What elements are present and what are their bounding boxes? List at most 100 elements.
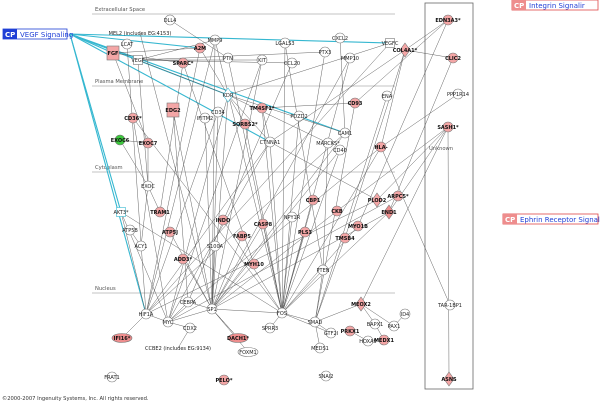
- node-exoc6[interactable]: EXOC6: [111, 134, 130, 146]
- node-sorbs2[interactable]: SORBS2*: [232, 118, 258, 130]
- node-ena[interactable]: ENA: [381, 90, 393, 102]
- node-sash1[interactable]: SASH1*: [437, 121, 459, 133]
- node-vegfc[interactable]: VEGFC: [382, 38, 399, 48]
- edge-ctnna1-fos: [269, 141, 283, 314]
- node-pdzd2[interactable]: PDZD2: [290, 110, 308, 122]
- node-fos[interactable]: FOS: [276, 307, 288, 319]
- node-ccl20[interactable]: CCL20: [284, 57, 300, 69]
- node-sprr[interactable]: SPRR3: [262, 322, 278, 334]
- node-sorbs2-label: SORBS2*: [232, 122, 258, 128]
- node-smad[interactable]: SMAD: [308, 316, 323, 328]
- node-cbp1[interactable]: CBP1: [306, 194, 321, 206]
- node-medx1[interactable]: MEDX1: [374, 334, 394, 346]
- node-ptx3[interactable]: PTX3: [319, 46, 332, 58]
- node-exoc7[interactable]: EXOC7: [139, 137, 158, 149]
- node-tarbp1[interactable]: TAR-1BP1: [437, 299, 462, 311]
- node-atp5b[interactable]: ATP5B: [122, 224, 138, 236]
- node-plod2[interactable]: PLOD2: [368, 192, 387, 208]
- node-edn3[interactable]: EDN3A3*: [435, 14, 461, 26]
- node-dll4[interactable]: DLL4: [164, 14, 177, 26]
- node-myo1b[interactable]: MYO1B: [348, 220, 368, 232]
- node-prkx1[interactable]: PRKX1: [341, 325, 360, 337]
- node-edg2[interactable]: EDG2: [165, 102, 181, 118]
- node-atp5j[interactable]: ATP5J: [162, 226, 178, 238]
- node-col4a1[interactable]: COL4A1*: [393, 42, 418, 58]
- node-exoc[interactable]: EXOC: [141, 180, 155, 192]
- node-cam1[interactable]: CAM1: [338, 127, 352, 139]
- node-tmsb4[interactable]: TMSB4: [335, 232, 355, 244]
- node-pten[interactable]: PTEN: [317, 264, 330, 276]
- node-marcks[interactable]: MARCKS*: [316, 137, 340, 149]
- node-cdx2[interactable]: CDX2: [183, 322, 197, 334]
- node-fabp5[interactable]: FABP5: [233, 230, 251, 242]
- node-asns[interactable]: ASNS: [441, 371, 457, 387]
- node-ptn[interactable]: PTN: [222, 52, 234, 64]
- node-ctnna1[interactable]: CTNNA1: [260, 136, 281, 148]
- node-ppp1r14[interactable]: PPP1R14: [447, 88, 469, 100]
- node-foxm1[interactable]: FOXM1: [237, 347, 259, 357]
- node-sash1-shape: [442, 121, 454, 133]
- node-snai2[interactable]: SNAI2: [319, 370, 334, 382]
- node-bapx1[interactable]: BAPX1: [367, 318, 383, 330]
- node-indo[interactable]: INDO: [216, 214, 230, 226]
- node-vegf[interactable]: VEGF: [131, 55, 145, 65]
- node-myc[interactable]: MYC: [162, 316, 174, 328]
- node-fgf[interactable]: FGF: [106, 45, 120, 61]
- node-mmp10[interactable]: MMP10: [341, 52, 359, 64]
- node-tram1[interactable]: TRAM1: [150, 206, 170, 218]
- node-meds1[interactable]: MEDS1: [311, 342, 329, 354]
- node-pax1[interactable]: PAX1: [388, 320, 401, 332]
- node-kdr[interactable]: KDR: [222, 87, 234, 103]
- node-dach1[interactable]: DACH1*: [227, 333, 249, 343]
- node-s100a[interactable]: S100A: [207, 240, 224, 252]
- node-a2m[interactable]: A2M: [194, 42, 206, 54]
- node-meox2[interactable]: MEOX2: [351, 296, 371, 312]
- node-gtf2i[interactable]: GTF2I: [324, 327, 338, 339]
- node-cd34[interactable]: CD34: [211, 106, 225, 118]
- node-cxcl2-shape: [334, 32, 346, 44]
- node-frat1-shape: [106, 371, 118, 383]
- vegf-pathway-badge[interactable]: CP VEGF Signaling: [2, 28, 73, 40]
- node-kit[interactable]: KIT: [256, 54, 268, 66]
- node-end1-shape: [383, 204, 395, 220]
- node-arpc5[interactable]: ARPC5*: [387, 190, 409, 202]
- node-casp8-label: CASP8: [254, 222, 273, 228]
- node-mmp9[interactable]: MMP9: [208, 34, 223, 46]
- node-id4[interactable]: ID4: [399, 308, 411, 320]
- node-end1[interactable]: END1: [381, 204, 397, 220]
- edge-kdr-ctnna1: [227, 94, 271, 143]
- node-ptx3-shape: [319, 46, 331, 58]
- node-lcat[interactable]: LCAT: [121, 38, 134, 50]
- node-col4a1-shape: [399, 42, 411, 58]
- node-hoxa9[interactable]: HOXA9: [359, 335, 377, 347]
- node-hif1a[interactable]: HIF1A: [139, 308, 154, 320]
- node-myh10[interactable]: MYH10: [244, 258, 264, 270]
- node-sparc[interactable]: SPARC*: [173, 57, 194, 69]
- node-mel2[interactable]: MEL2 (includes EG:4153): [109, 31, 172, 37]
- node-tm4sf1[interactable]: TM4SF1*: [250, 102, 275, 114]
- node-cebpa[interactable]: CEBPA: [180, 296, 197, 308]
- node-cd36[interactable]: CD36*: [124, 112, 142, 124]
- edge-tmsb4-smad: [314, 237, 346, 323]
- node-akt3[interactable]: AKT3*: [113, 207, 129, 217]
- node-clic2[interactable]: CLIC2: [445, 52, 461, 64]
- node-cd93[interactable]: CD93: [348, 97, 363, 109]
- node-cxcl2[interactable]: CXCL2: [332, 32, 348, 44]
- node-lgals3[interactable]: LGALS3: [275, 37, 295, 49]
- node-pls3[interactable]: PLS3: [298, 226, 312, 238]
- ephrin-pathway-badge[interactable]: CP Ephrin Receptor Signalir: [502, 213, 600, 225]
- node-casp8[interactable]: CASP8: [254, 218, 273, 230]
- node-ccbe2[interactable]: CCBE2 (includes EG:9134): [145, 346, 211, 352]
- node-ckb[interactable]: CKB: [331, 205, 343, 217]
- node-hla[interactable]: HLA-: [374, 141, 388, 153]
- node-ifitm2[interactable]: IFITM2: [197, 112, 213, 124]
- node-pelo[interactable]: PELO*: [216, 374, 233, 386]
- node-sp1[interactable]: SP1: [206, 303, 218, 315]
- node-add3[interactable]: ADD3*: [174, 253, 193, 265]
- integrin-pathway-badge[interactable]: CP Integrin Signalir: [511, 0, 599, 11]
- node-frat1[interactable]: FRAT1: [104, 371, 120, 383]
- node-npy1r[interactable]: NPY1R: [284, 211, 301, 223]
- node-cd40[interactable]: CD40: [333, 144, 347, 156]
- node-ifi16[interactable]: IFI16*: [111, 333, 133, 343]
- node-acy1[interactable]: ACY1: [135, 240, 148, 252]
